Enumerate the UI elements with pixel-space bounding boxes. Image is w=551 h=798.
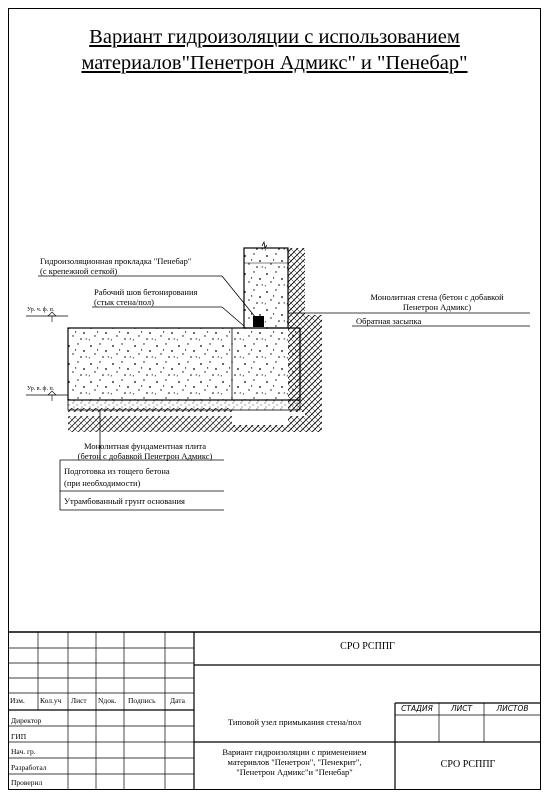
role-director: Директор	[11, 716, 42, 725]
label-backfill: Обратная засыпка	[356, 316, 422, 326]
title-line-2: материалов"Пенетрон Адмикс" и "Пенебар"	[81, 52, 468, 74]
label-slab: Монолитная фундаментная плита (бетон с д…	[60, 441, 230, 461]
label-joint-line-2: (стык стена/пол)	[94, 297, 154, 307]
label-joint-line-1: Рабочий шов бетонирования	[94, 287, 198, 297]
title-line-1: Вариант гидроизоляции с использованием	[89, 26, 460, 48]
role-group-head: Нач. гр.	[11, 747, 36, 756]
penebar-waterstop	[253, 316, 264, 327]
label-wall-line-1: Монолитная стена (бетон с добавкой	[370, 292, 504, 302]
col-header-data: Дата	[170, 696, 185, 705]
label-joint: Рабочий шов бетонирования (стык стена/по…	[94, 287, 197, 307]
lean-concrete-layer	[67, 399, 301, 411]
org-top: СРО РСППГ	[340, 641, 395, 652]
level-mark-top-label: Ур. ч. ф. п.	[27, 307, 55, 313]
label-prep-line-1: Подготовка из тощего бетона	[64, 466, 170, 476]
drawing-frame	[8, 8, 541, 790]
org-bottom: СРО РСППГ	[440, 759, 496, 770]
role-checker: Проверил	[11, 778, 43, 787]
level-mark-bottom-label: Ур. в. ф. п.	[27, 386, 55, 392]
label-slab-line-2: (бетон с добавкой Пенетрон Адмикс)	[77, 451, 213, 461]
foundation-slab	[67, 327, 301, 401]
label-gasket-line-2: (с крепежной сеткой)	[40, 266, 118, 276]
col-header-ndok: Nдок.	[98, 696, 117, 705]
monolithic-wall	[243, 247, 289, 329]
doc-title: Вариант гидроизоляции с применением мате…	[194, 747, 395, 777]
col-header-kol: Кол.уч	[40, 696, 62, 705]
sheets-label: ЛИСТОВ	[496, 704, 529, 713]
role-developer: Разработал	[11, 763, 47, 772]
label-slab-line-1: Монолитная фундаментная плита	[83, 441, 207, 451]
label-wall: Монолитная стена (бетон с добавкой Пенет…	[352, 292, 522, 312]
doc-title-line-3: "Пенетрон Адмикс"и "Пенебар"	[236, 767, 353, 777]
col-header-list: Лист	[71, 696, 87, 705]
label-soil: Утрамбованный грунт основания	[64, 496, 185, 506]
label-prep: Подготовка из тощего бетона (при необход…	[64, 465, 170, 489]
role-gip: ГИП	[11, 732, 27, 741]
doc-title-line-2: материвлов "Пенетрон", "Пенекрит",	[227, 757, 362, 767]
sheet-label: ЛИСТ	[450, 704, 473, 713]
label-gasket: Гидроизоляционная прокладка "Пенебар" (с…	[40, 256, 191, 276]
label-gasket-line-1: Гидроизоляционная прокладка "Пенебар"	[40, 256, 192, 266]
level-mark-top	[26, 311, 68, 322]
sheet-title: Типовой узел примыкания стена/пол	[227, 717, 362, 727]
title-block-grid	[8, 631, 541, 790]
stage-label: СТАДИЯ	[401, 704, 433, 713]
label-wall-line-2: Пенетрон Адмикс)	[402, 302, 472, 312]
doc-title-line-1: Вариант гидроизоляции с применением	[222, 747, 367, 757]
leader-lines	[38, 275, 530, 511]
drawing-title: Вариант гидроизоляции с использованием м…	[8, 24, 541, 76]
level-mark-bottom	[26, 390, 68, 401]
label-prep-line-2: (при необходимости)	[64, 478, 141, 488]
col-header-izm: Изм.	[10, 696, 25, 705]
col-header-podpis: Подпись	[128, 696, 156, 705]
